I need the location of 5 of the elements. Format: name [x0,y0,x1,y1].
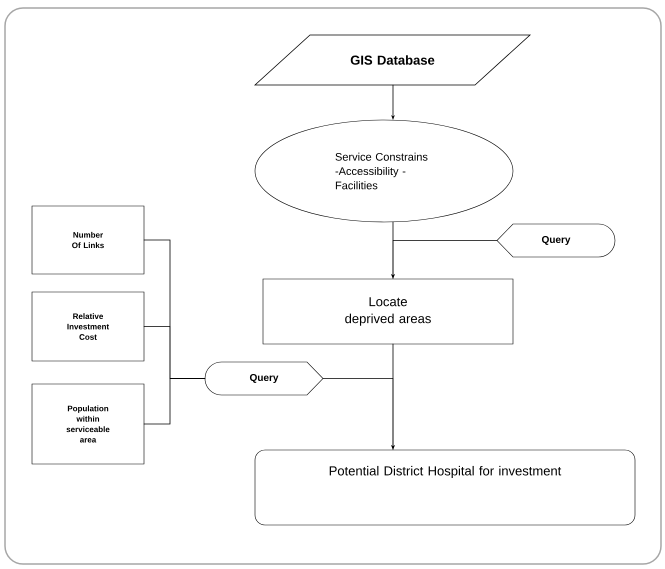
process-box: Number Of Links [32,206,144,274]
process-box: Population within serviceable area [32,384,144,464]
process-box: Relative Investment Cost [32,292,144,362]
process-box: Locate deprived areas [262,278,514,344]
terminal-box: Potential District Hospital for investment [254,450,636,526]
